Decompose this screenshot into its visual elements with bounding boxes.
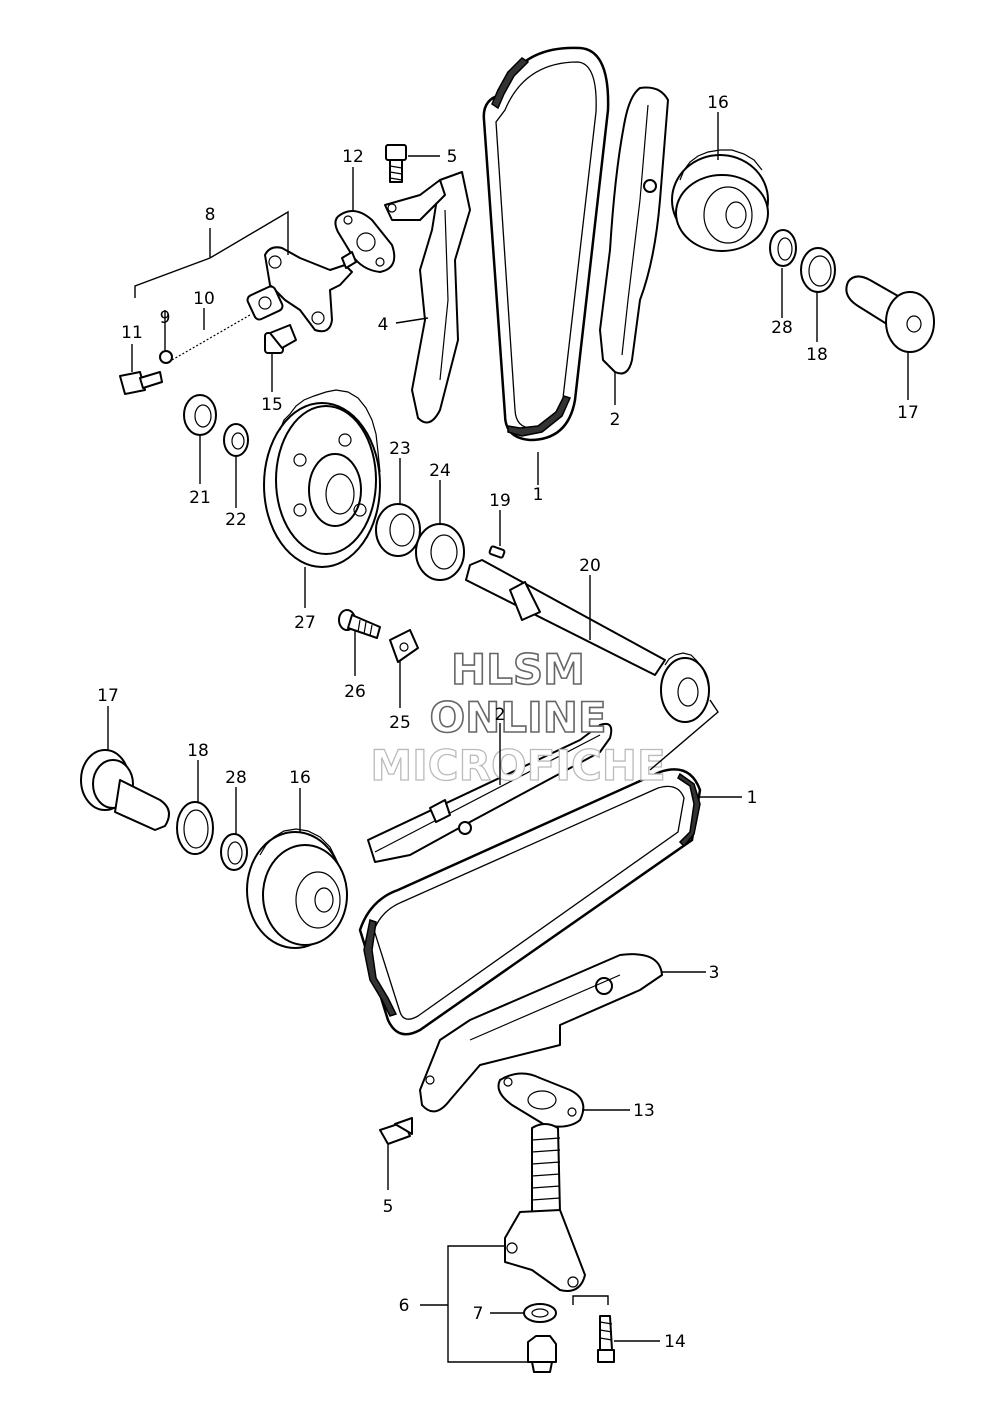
gasket-12 [334,210,396,273]
watermark-line3: MICROFICHE [370,741,665,790]
spindle-left [80,749,170,831]
callout-11: 11 [121,323,143,343]
cam-gear-right [671,149,769,252]
cam-gear-left [246,828,348,949]
plug-bolt [527,1335,557,1373]
bolt-bottom [379,1117,413,1145]
washers-left [176,801,248,871]
bolt-14 [597,1315,615,1363]
callout-15: 15 [261,395,283,415]
callout-28-bottom: 28 [225,768,247,788]
callout-4: 4 [378,315,389,335]
callout-22: 22 [225,510,247,530]
tensioner-assembly-upper [119,246,357,395]
tensioner-arm-lower [419,953,663,1113]
watermark-line1: HLSM [451,645,585,694]
washer-7 [523,1303,557,1323]
callout-28-top: 28 [771,318,793,338]
callout-17-top: 17 [897,403,919,423]
idler-shaft [465,559,710,723]
tensioner-lower [504,1123,586,1292]
callout-16-bottom: 16 [289,768,311,788]
callout-26: 26 [344,682,366,702]
callout-2-top: 2 [610,410,621,430]
bolt-top [385,144,407,183]
chain-guide-lower [367,722,613,863]
callout-5-bottom: 5 [383,1197,394,1217]
callout-16-top: 16 [707,93,729,113]
watermark-line2: ONLINE [429,693,606,742]
callout-12: 12 [342,147,364,167]
callout-21: 21 [189,488,211,508]
callout-6: 6 [399,1296,410,1316]
pin-19 [488,545,506,559]
callout-1-bottom: 1 [747,788,758,808]
callout-18-top: 18 [806,345,828,365]
gasket-13 [497,1072,585,1128]
idler-gear-large [263,389,381,568]
callout-3: 3 [709,963,720,983]
callout-27: 27 [294,613,316,633]
cam-chain-upper [482,46,610,442]
spindle-right [845,275,935,353]
callout-25: 25 [389,713,411,733]
bolt-26 [338,609,381,639]
callout-20: 20 [579,556,601,576]
washers-right [769,229,836,293]
watermark: HLSM ONLINE MICROFICHE [370,644,667,790]
callout-18-bottom: 18 [187,741,209,761]
tensioner-arm [384,171,471,424]
callout-24: 24 [429,461,451,481]
callout-17-bottom: 17 [97,686,119,706]
callout-labels: 1 2 16 28 18 17 5 12 4 8 9 10 11 15 21 2… [97,93,919,1352]
callout-2-mid: 2 [495,705,506,725]
callout-14: 14 [664,1332,686,1352]
plate-25 [389,629,419,663]
callout-8: 8 [205,205,216,225]
callout-1-top: 1 [533,485,544,505]
callout-19: 19 [489,491,511,511]
nut-washer-left [183,394,249,457]
callout-13: 13 [633,1101,655,1121]
callout-9: 9 [160,308,171,328]
cam-chain-lower [358,768,702,1036]
callout-23: 23 [389,439,411,459]
callout-5-top: 5 [447,147,458,167]
callout-7: 7 [473,1304,484,1324]
bearings [375,503,465,581]
leader-lines [107,112,909,1363]
callout-10: 10 [193,289,215,309]
chain-guide-upper [599,86,669,375]
